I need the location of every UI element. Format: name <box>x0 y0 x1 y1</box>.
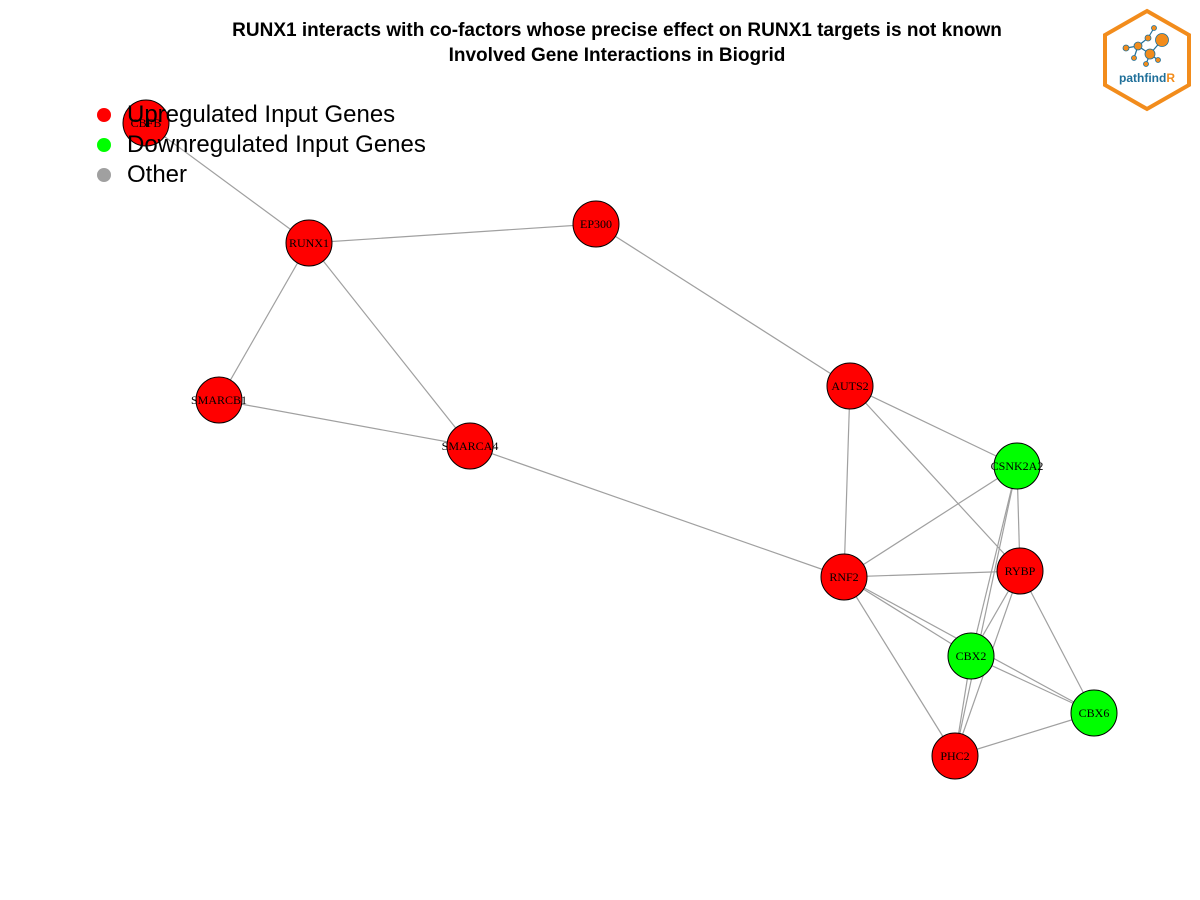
node-runx1: RUNX1 <box>285 219 333 267</box>
node-label-smarcb1: SMARCB1 <box>191 393 247 407</box>
node-auts2: AUTS2 <box>826 362 874 410</box>
node-circle-cbx2 <box>947 632 995 680</box>
node-circle-cbx6 <box>1070 689 1118 737</box>
edge-csnk2a2-phc2 <box>954 465 1018 757</box>
node-circle-runx1 <box>285 219 333 267</box>
edge-runx1-smarca4 <box>308 242 471 447</box>
legend: Upregulated Input Genes Downregulated In… <box>97 100 426 190</box>
chart-title: RUNX1 interacts with co-factors whose pr… <box>0 18 1200 68</box>
edge-smarca4-rnf2 <box>469 445 845 578</box>
node-label-auts2: AUTS2 <box>831 379 868 393</box>
node-label-runx1: RUNX1 <box>289 236 329 250</box>
legend-item-upregulated: Upregulated Input Genes <box>97 100 426 130</box>
edge-rnf2-rybp <box>843 570 1021 578</box>
edge-auts2-rnf2 <box>843 385 851 578</box>
node-label-csnk2a2: CSNK2A2 <box>991 459 1044 473</box>
title-line-1: RUNX1 interacts with co-factors whose pr… <box>232 20 1002 41</box>
edge-runx1-ep300 <box>308 223 597 244</box>
node-rnf2: RNF2 <box>820 553 868 601</box>
node-cbx6: CBX6 <box>1070 689 1118 737</box>
node-circle-csnk2a2 <box>993 442 1041 490</box>
edge-ep300-auts2 <box>595 223 851 387</box>
node-cbx2: CBX2 <box>947 632 995 680</box>
node-label-rybp: RYBP <box>1005 564 1036 578</box>
legend-dot-upregulated <box>97 108 111 122</box>
node-label-cbfb: CBFB <box>131 116 162 130</box>
edge-csnk2a2-cbx2 <box>970 465 1018 657</box>
node-cbfb: CBFB <box>122 99 170 147</box>
node-label-smarca4: SMARCA4 <box>442 439 499 453</box>
edge-runx1-smarcb1 <box>218 242 310 401</box>
node-circle-rybp <box>996 547 1044 595</box>
node-circle-phc2 <box>931 732 979 780</box>
node-ep300: EP300 <box>572 200 620 248</box>
edge-auts2-rybp <box>849 385 1021 572</box>
node-label-ep300: EP300 <box>580 217 612 231</box>
node-label-cbx6: CBX6 <box>1079 706 1110 720</box>
node-label-cbx2: CBX2 <box>956 649 987 663</box>
node-circle-auts2 <box>826 362 874 410</box>
legend-item-downregulated: Downregulated Input Genes <box>97 130 426 160</box>
legend-label-other: Other <box>127 161 188 188</box>
edge-cbx6-phc2 <box>954 712 1095 757</box>
node-label-rnf2: RNF2 <box>829 570 858 584</box>
edge-rnf2-cbx2 <box>843 576 972 657</box>
logo-text-main: pathfind <box>1119 71 1166 85</box>
legend-item-other: Other <box>97 160 426 190</box>
node-circle-smarca4 <box>446 422 494 470</box>
node-rybp: RYBP <box>996 547 1044 595</box>
edge-smarcb1-smarca4 <box>218 399 471 447</box>
legend-dot-other <box>97 168 111 182</box>
node-smarcb1: SMARCB1 <box>191 376 247 424</box>
edge-rnf2-phc2 <box>843 576 956 757</box>
edge-csnk2a2-rnf2 <box>843 465 1018 578</box>
title-line-2: Involved Gene Interactions in Biogrid <box>448 45 786 66</box>
legend-dot-downregulated <box>97 138 111 152</box>
node-circle-ep300 <box>572 200 620 248</box>
pathfindr-logo: pathfindR <box>1103 8 1191 112</box>
node-circle-rnf2 <box>820 553 868 601</box>
legend-label-downregulated: Downregulated Input Genes <box>127 131 426 158</box>
node-circle-cbfb <box>122 99 170 147</box>
logo-network-nodes <box>1122 25 1169 67</box>
node-csnk2a2: CSNK2A2 <box>991 442 1044 490</box>
node-label-phc2: PHC2 <box>940 749 969 763</box>
node-phc2: PHC2 <box>931 732 979 780</box>
logo-wordmark: pathfindR <box>1119 71 1175 85</box>
edge-rybp-cbx6 <box>1019 570 1095 714</box>
edge-auts2-csnk2a2 <box>849 385 1018 467</box>
node-smarca4: SMARCA4 <box>442 422 499 470</box>
node-circle-smarcb1 <box>195 376 243 424</box>
edge-cbfb-runx1 <box>145 122 310 244</box>
legend-label-upregulated: Upregulated Input Genes <box>127 101 396 128</box>
logo-text-accent: R <box>1166 71 1175 85</box>
